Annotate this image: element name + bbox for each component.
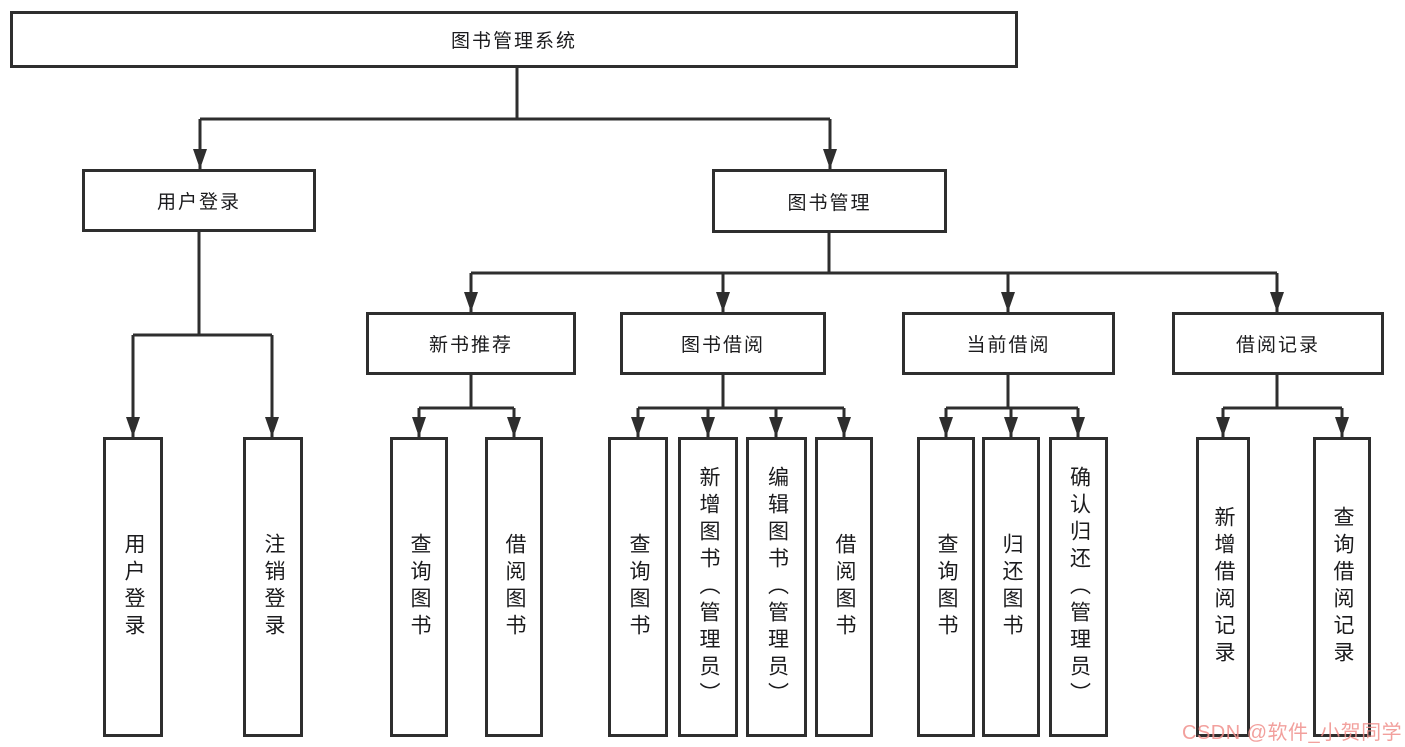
leaf-records-query-record-label: 查询借阅记录 xyxy=(1331,506,1355,668)
leaf-borrow-query-books: 查询图书 xyxy=(608,437,668,737)
leaf-borrow-add-books-admin-label: 新增图书（管理员） xyxy=(697,465,721,709)
leaf-borrow-edit-books-admin-label: 编辑图书（管理员） xyxy=(765,465,789,709)
leaf-borrow-edit-books-admin: 编辑图书（管理员） xyxy=(746,437,807,737)
leaf-newbook-query-books: 查询图书 xyxy=(390,437,448,737)
node-current-borrow: 当前借阅 xyxy=(902,312,1115,375)
leaf-current-query-books: 查询图书 xyxy=(917,437,975,737)
arrowhead xyxy=(631,417,645,437)
node-user-login-label: 用户登录 xyxy=(156,192,241,213)
arrowhead xyxy=(823,149,837,169)
leaf-records-add-record-label: 新增借阅记录 xyxy=(1212,506,1236,668)
arrowhead xyxy=(1216,417,1230,437)
leaf-user-login: 用户登录 xyxy=(103,437,163,737)
node-root: 图书管理系统 xyxy=(10,11,1018,68)
leaf-logout-login: 注销登录 xyxy=(243,437,303,737)
arrowhead xyxy=(464,292,478,312)
arrowhead xyxy=(939,417,953,437)
arrowhead xyxy=(769,417,783,437)
csdn-watermark: CSDN @软件_小贺同学 xyxy=(1182,722,1403,744)
leaf-current-confirm-return-admin: 确认归还（管理员） xyxy=(1049,437,1108,737)
arrowhead xyxy=(1270,292,1284,312)
node-root-label: 图书管理系统 xyxy=(450,31,577,52)
arrowhead xyxy=(265,417,279,437)
node-new-book-recommend-label: 新书推荐 xyxy=(428,335,513,356)
leaf-newbook-query-books-label: 查询图书 xyxy=(408,533,432,641)
node-new-book-recommend: 新书推荐 xyxy=(366,312,576,375)
node-book-management-label: 图书管理 xyxy=(787,192,872,214)
arrowhead xyxy=(716,292,730,312)
arrowhead xyxy=(1071,417,1085,437)
leaf-current-confirm-return-admin-label: 确认归还（管理员） xyxy=(1067,465,1091,709)
arrowhead xyxy=(837,417,851,437)
arrowhead xyxy=(412,417,426,437)
leaf-borrow-query-books-label: 查询图书 xyxy=(627,533,651,641)
leaf-current-return-books: 归还图书 xyxy=(982,437,1040,737)
leaf-borrow-borrow-books: 借阅图书 xyxy=(815,437,873,737)
node-book-borrow-label: 图书借阅 xyxy=(680,335,765,356)
leaf-borrow-borrow-books-label: 借阅图书 xyxy=(833,533,857,641)
node-user-login: 用户登录 xyxy=(82,169,316,232)
leaf-newbook-borrow-books: 借阅图书 xyxy=(485,437,543,737)
leaf-records-add-record: 新增借阅记录 xyxy=(1196,437,1250,737)
arrowhead xyxy=(1001,292,1015,312)
node-book-management: 图书管理 xyxy=(712,169,947,233)
arrowhead xyxy=(193,149,207,169)
arrowheads xyxy=(126,149,1349,437)
node-borrow-records-label: 借阅记录 xyxy=(1235,335,1320,356)
arrowhead xyxy=(1004,417,1018,437)
leaf-user-login-label: 用户登录 xyxy=(122,533,146,641)
leaf-newbook-borrow-books-label: 借阅图书 xyxy=(503,533,527,641)
node-book-borrow: 图书借阅 xyxy=(620,312,826,375)
node-borrow-records: 借阅记录 xyxy=(1172,312,1384,375)
leaf-logout-login-label: 注销登录 xyxy=(262,533,286,641)
arrowhead xyxy=(701,417,715,437)
arrowhead xyxy=(126,417,140,437)
leaf-current-query-books-label: 查询图书 xyxy=(935,533,959,641)
leaf-borrow-add-books-admin: 新增图书（管理员） xyxy=(678,437,738,737)
leaf-records-query-record: 查询借阅记录 xyxy=(1313,437,1371,737)
connector-skeleton xyxy=(131,68,1344,437)
arrowhead xyxy=(1335,417,1349,437)
leaf-current-return-books-label: 归还图书 xyxy=(1000,533,1024,641)
arrowhead xyxy=(507,417,521,437)
node-current-borrow-label: 当前借阅 xyxy=(966,335,1051,356)
